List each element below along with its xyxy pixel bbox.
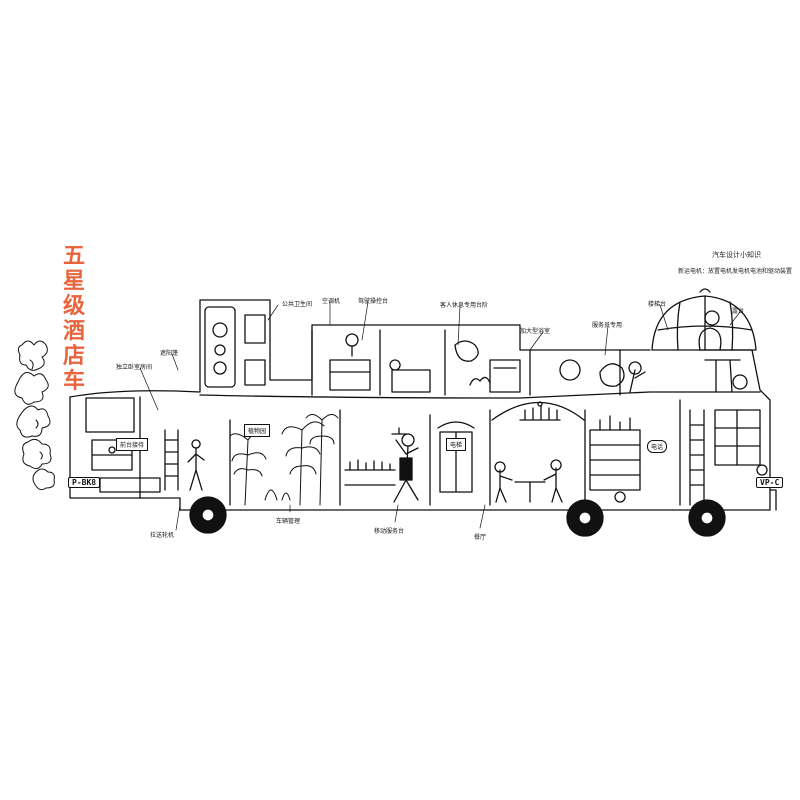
- label-bathroom: 加大型浴室: [520, 328, 551, 335]
- label-steps: 客人休息专用台阶: [440, 302, 489, 309]
- label-tow-wheel: 拉送轮机: [150, 532, 175, 539]
- design-note-title: 汽车设计小知识: [712, 251, 761, 259]
- label-vehicle-mgmt: 车辆管理: [276, 518, 301, 525]
- page-title: 五 星 级 酒 店 车: [60, 244, 88, 394]
- label-bedroom: 独立卧室房间: [116, 364, 153, 371]
- label-dining: 餐厅: [474, 534, 487, 541]
- elevator-sign: 电梯: [446, 438, 467, 451]
- label-awning: 遮阳篷: [160, 350, 179, 357]
- title-char: 级: [62, 294, 85, 319]
- label-stairs: 楼梯台: [648, 301, 667, 308]
- title-char: 星: [62, 269, 85, 294]
- label-restroom: 公共卫生间: [282, 301, 313, 308]
- label-service-desk: 移动服务台: [374, 528, 405, 535]
- title-char: 店: [62, 344, 85, 369]
- glass-dome: [651, 295, 757, 351]
- garden-sign: 植物园: [244, 424, 271, 437]
- reception-sign: 前台接待: [116, 438, 149, 451]
- bus-body-outline: [69, 349, 771, 511]
- rear-license-plate: P-BK8: [68, 477, 101, 488]
- title-char: 五: [62, 244, 85, 269]
- title-char: 车: [62, 369, 85, 394]
- label-console: 驾驶操控台: [358, 298, 389, 305]
- waiter-figure: [391, 427, 419, 503]
- exhaust-smoke: [14, 340, 55, 491]
- front-license-plate: VP-C: [756, 477, 784, 488]
- title-char: 酒: [62, 319, 85, 344]
- label-aircon: 空调机: [322, 298, 341, 305]
- wheels: [189, 496, 726, 537]
- garden-plants: [229, 414, 339, 506]
- label-terrace: 露台: [732, 308, 745, 315]
- label-staff: 服务员专用: [592, 322, 623, 329]
- phone-sign: 电话: [647, 440, 668, 453]
- design-note-body: 新运电机：放置电机发电机电池和驱动装置: [678, 268, 793, 275]
